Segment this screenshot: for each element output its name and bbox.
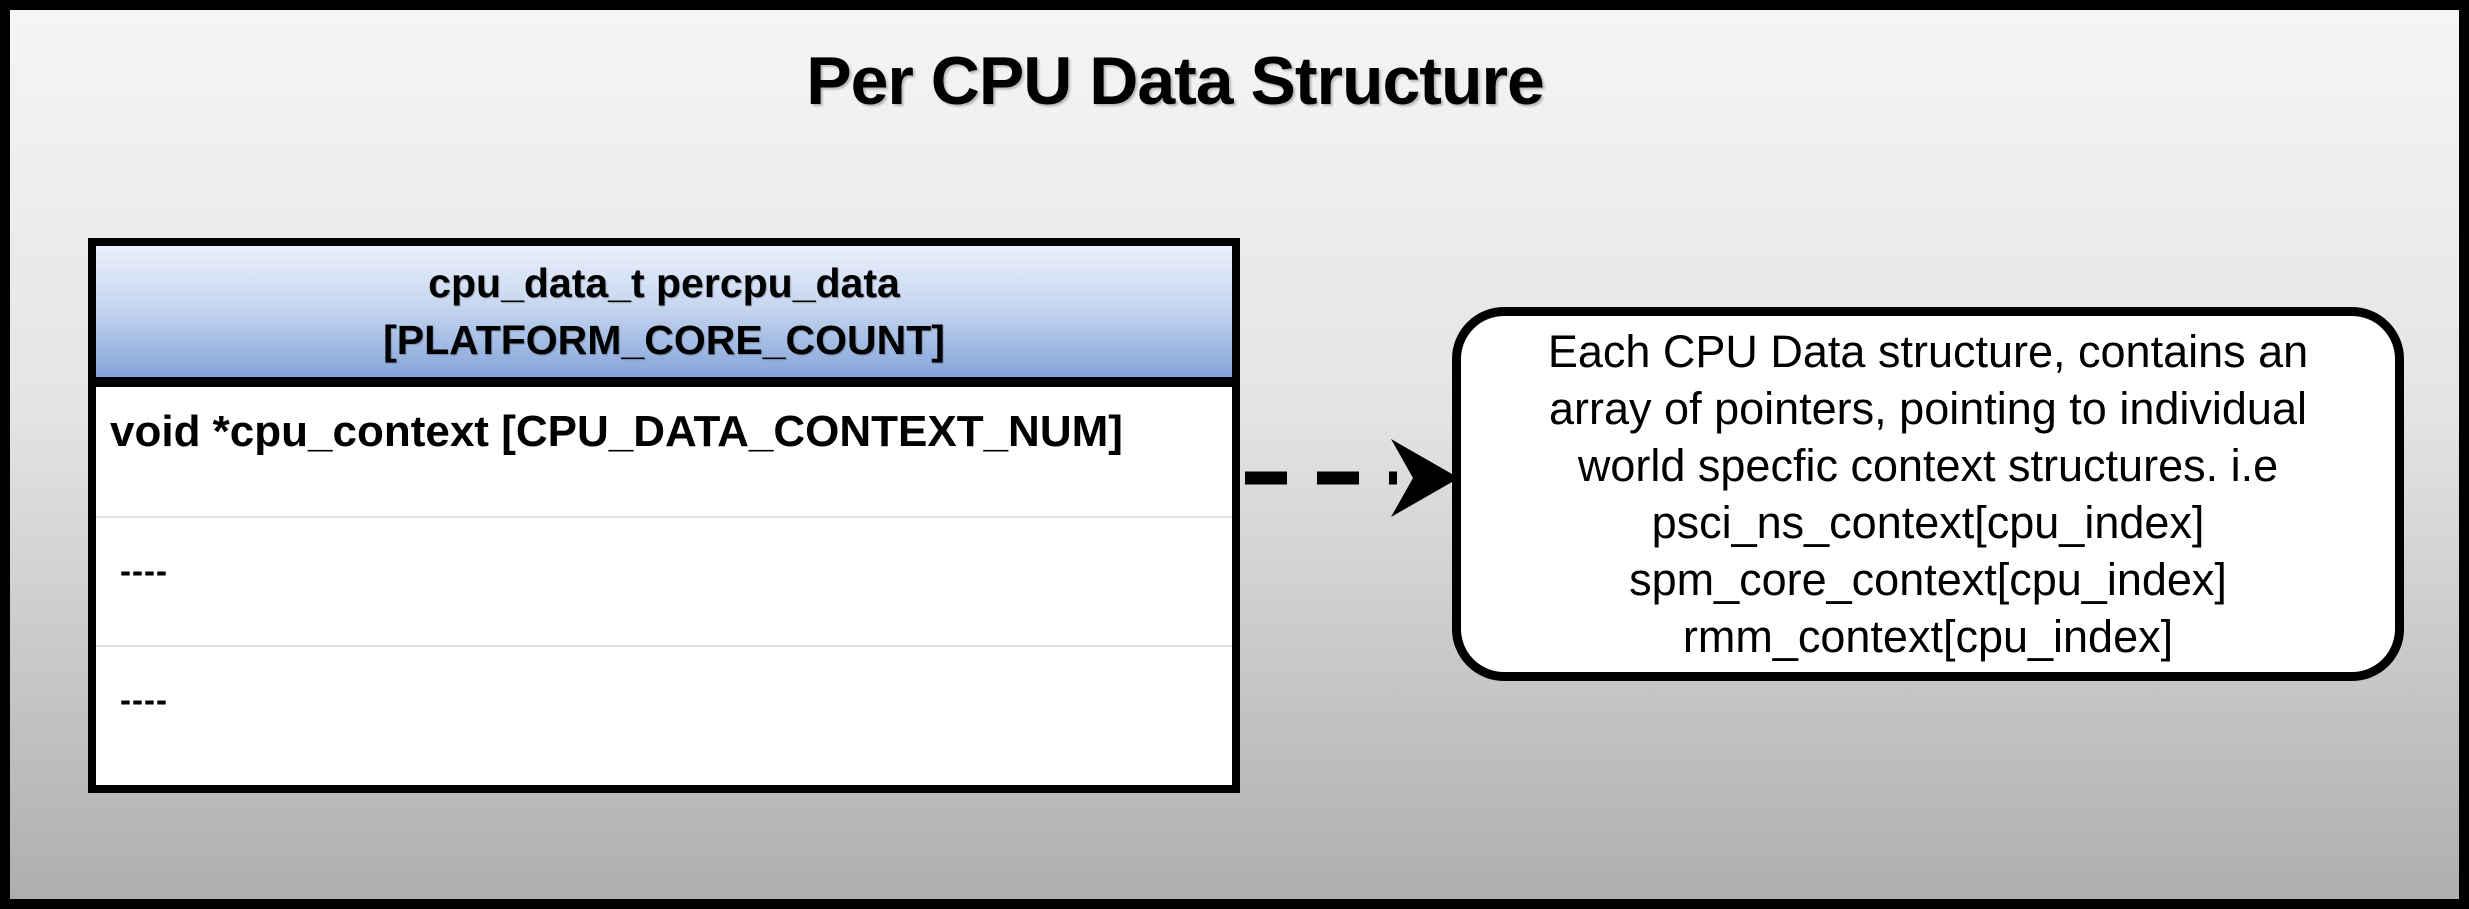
table-header: cpu_data_t percpu_data [PLATFORM_CORE_CO… [96, 246, 1232, 387]
annotation-line: array of pointers, pointing to individua… [1549, 383, 2307, 434]
annotation-line: Each CPU Data structure, contains an [1547, 326, 2309, 377]
table-row: ---- [96, 516, 1232, 645]
dashed-right-arrow-icon [1245, 439, 1459, 517]
table-header-line1: cpu_data_t percpu_data [428, 259, 900, 306]
annotation-line: world specfic context structures. i.e [1577, 440, 2279, 491]
diagram-title: Per CPU Data Structure [806, 43, 1545, 119]
annotation-line: rmm_context[cpu_index] [1682, 611, 2174, 662]
table-row: void *cpu_context [CPU_DATA_CONTEXT_NUM] [96, 387, 1232, 516]
annotation-box: Each CPU Data structure, contains an arr… [1452, 307, 2404, 681]
annotation-line: spm_core_context[cpu_index] [1629, 554, 2227, 605]
annotation-line: psci_ns_context[cpu_index] [1651, 497, 2205, 548]
table-header-line2: [PLATFORM_CORE_COUNT] [383, 316, 945, 363]
cpu-data-table: cpu_data_t percpu_data [PLATFORM_CORE_CO… [88, 238, 1240, 793]
table-row: ---- [96, 645, 1232, 774]
